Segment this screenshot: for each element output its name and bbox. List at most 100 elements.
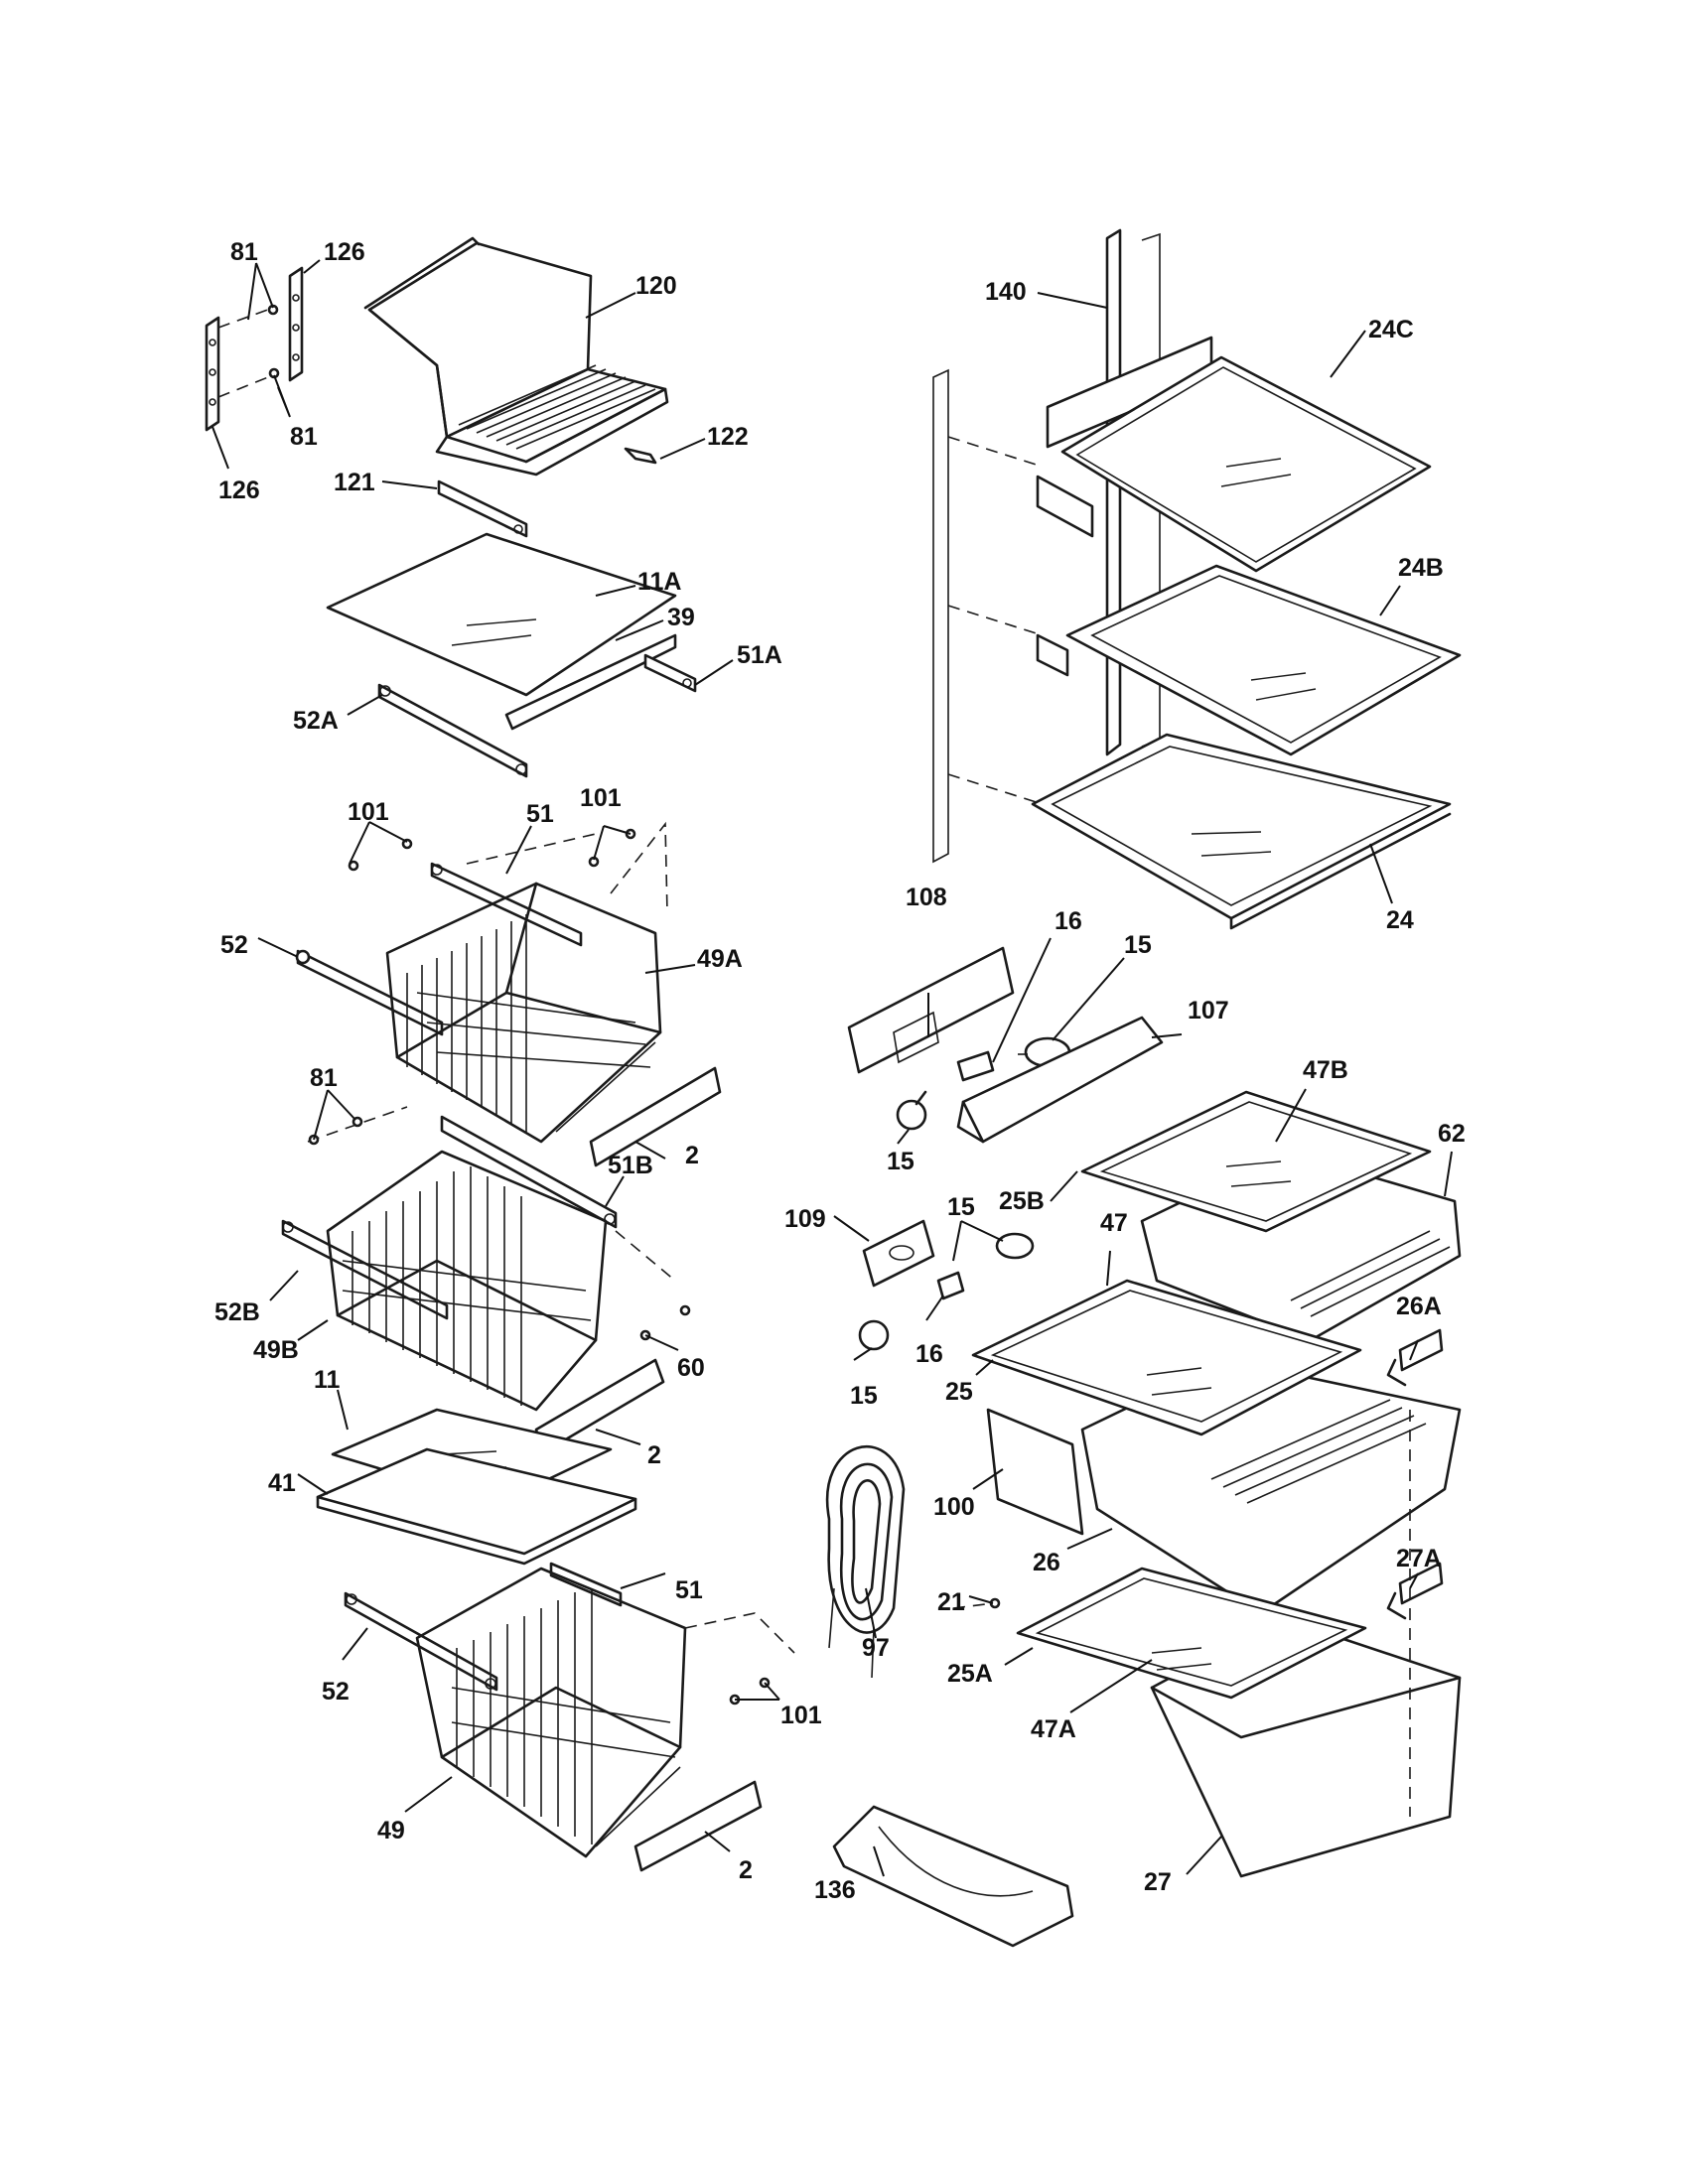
label-47: 47 (1100, 1209, 1128, 1237)
label-15: 15 (947, 1193, 975, 1221)
label-21: 21 (937, 1588, 965, 1616)
label-2: 2 (685, 1142, 699, 1169)
part-39-trim (504, 633, 677, 731)
part-51-rail-lower (549, 1562, 623, 1607)
label-101: 101 (780, 1702, 822, 1729)
label-122: 122 (707, 423, 749, 451)
part-15-bulb-middle-right (995, 1232, 1035, 1260)
part-26A-slide-bracket (1386, 1328, 1444, 1387)
label-52: 52 (322, 1678, 350, 1706)
label-47B: 47B (1303, 1056, 1348, 1084)
label-11A: 11A (637, 568, 681, 596)
part-11A-glass-shelf (326, 532, 677, 697)
part-109-light-housing (862, 1219, 935, 1288)
label-25: 25 (945, 1378, 973, 1406)
part-49B-wire-basket (326, 1150, 608, 1412)
label-47A: 47A (1031, 1715, 1076, 1743)
part-2-trim-upper (589, 1066, 722, 1167)
label-121: 121 (334, 469, 375, 496)
label-24B: 24B (1398, 554, 1444, 582)
part-52B-rail (281, 1219, 449, 1320)
label-51: 51 (675, 1576, 703, 1604)
label-24C: 24C (1368, 316, 1414, 343)
label-49B: 49B (253, 1336, 299, 1364)
part-51A-rail (643, 653, 697, 693)
part-120-ice-shelf (363, 236, 669, 477)
label-81: 81 (290, 423, 318, 451)
label-26A: 26A (1396, 1293, 1442, 1320)
label-126: 126 (324, 238, 365, 266)
label-60: 60 (677, 1354, 705, 1382)
part-24C-glass-shelf (1036, 336, 1432, 573)
leader-lines (211, 259, 1453, 1877)
part-labels: 81 126 81 126 120 122 121 11A 39 51A 52A… (214, 238, 1466, 1904)
label-97: 97 (862, 1634, 890, 1662)
part-41-shelf-frame (316, 1447, 637, 1566)
label-2: 2 (739, 1856, 753, 1884)
label-27: 27 (1144, 1868, 1172, 1896)
part-97-water-coil (825, 1444, 906, 1679)
label-16: 16 (915, 1340, 943, 1368)
part-2-trim-lower (633, 1780, 763, 1872)
label-101: 101 (348, 798, 389, 826)
label-25B: 25B (999, 1187, 1045, 1215)
label-15: 15 (1124, 931, 1152, 959)
label-51A: 51A (737, 641, 782, 669)
part-136-cover (832, 1805, 1074, 1948)
label-81: 81 (230, 238, 258, 266)
label-41: 41 (268, 1469, 296, 1497)
part-24B-glass-shelf (1036, 564, 1462, 756)
label-109: 109 (784, 1205, 826, 1233)
part-27A-slide-bracket (1386, 1410, 1444, 1817)
bracket-126-upper (288, 266, 304, 382)
part-107-light-shield (956, 1016, 1164, 1144)
part-52A-rail (377, 683, 528, 778)
screws-101-upper (348, 821, 668, 914)
part-51B-rail (440, 1115, 618, 1229)
label-25A: 25A (947, 1660, 993, 1688)
label-15: 15 (850, 1382, 878, 1410)
part-121-rail (437, 479, 528, 538)
label-26: 26 (1033, 1549, 1060, 1576)
part-49-wire-basket (415, 1567, 687, 1858)
part-49A-wire-basket (385, 882, 662, 1144)
label-16: 16 (1055, 907, 1082, 935)
label-81: 81 (310, 1064, 338, 1092)
label-49A: 49A (697, 945, 743, 973)
part-24-glass-shelf (1031, 733, 1452, 930)
part-16-socket-lower (936, 1271, 965, 1300)
label-107: 107 (1188, 997, 1229, 1024)
label-100: 100 (933, 1493, 975, 1521)
part-100-crisper-divider (986, 1408, 1084, 1536)
label-27A: 27A (1396, 1545, 1442, 1572)
label-108: 108 (906, 884, 947, 911)
part-15-bulb-middle-left (858, 1319, 890, 1351)
part-108-light-housing (847, 946, 1015, 1074)
label-101: 101 (580, 784, 622, 812)
part-15-bulb-upper-left (896, 1090, 927, 1131)
label-51: 51 (526, 800, 554, 828)
part-25-crisper-cover-frame (971, 1279, 1362, 1436)
label-39: 39 (667, 604, 695, 631)
label-52: 52 (220, 931, 248, 959)
label-11: 11 (314, 1366, 341, 1394)
label-51B: 51B (608, 1152, 653, 1179)
label-52B: 52B (214, 1298, 260, 1326)
part-51-rail-upper (430, 862, 583, 947)
part-16-socket-upper (956, 1050, 995, 1082)
label-15: 15 (887, 1148, 914, 1175)
part-25A-crisper-cover-frame (1016, 1567, 1367, 1700)
screws-101-lower (684, 1612, 795, 1706)
label-136: 136 (814, 1876, 856, 1904)
label-140: 140 (985, 278, 1027, 306)
label-126: 126 (218, 477, 260, 504)
label-120: 120 (635, 272, 677, 300)
part-122-latch (624, 447, 657, 465)
label-24: 24 (1386, 906, 1414, 934)
part-25B-crisper-cover-frame (1080, 1090, 1432, 1233)
label-52A: 52A (293, 707, 339, 735)
label-2: 2 (647, 1441, 661, 1469)
label-62: 62 (1438, 1120, 1466, 1148)
bracket-126-lower (205, 316, 220, 432)
